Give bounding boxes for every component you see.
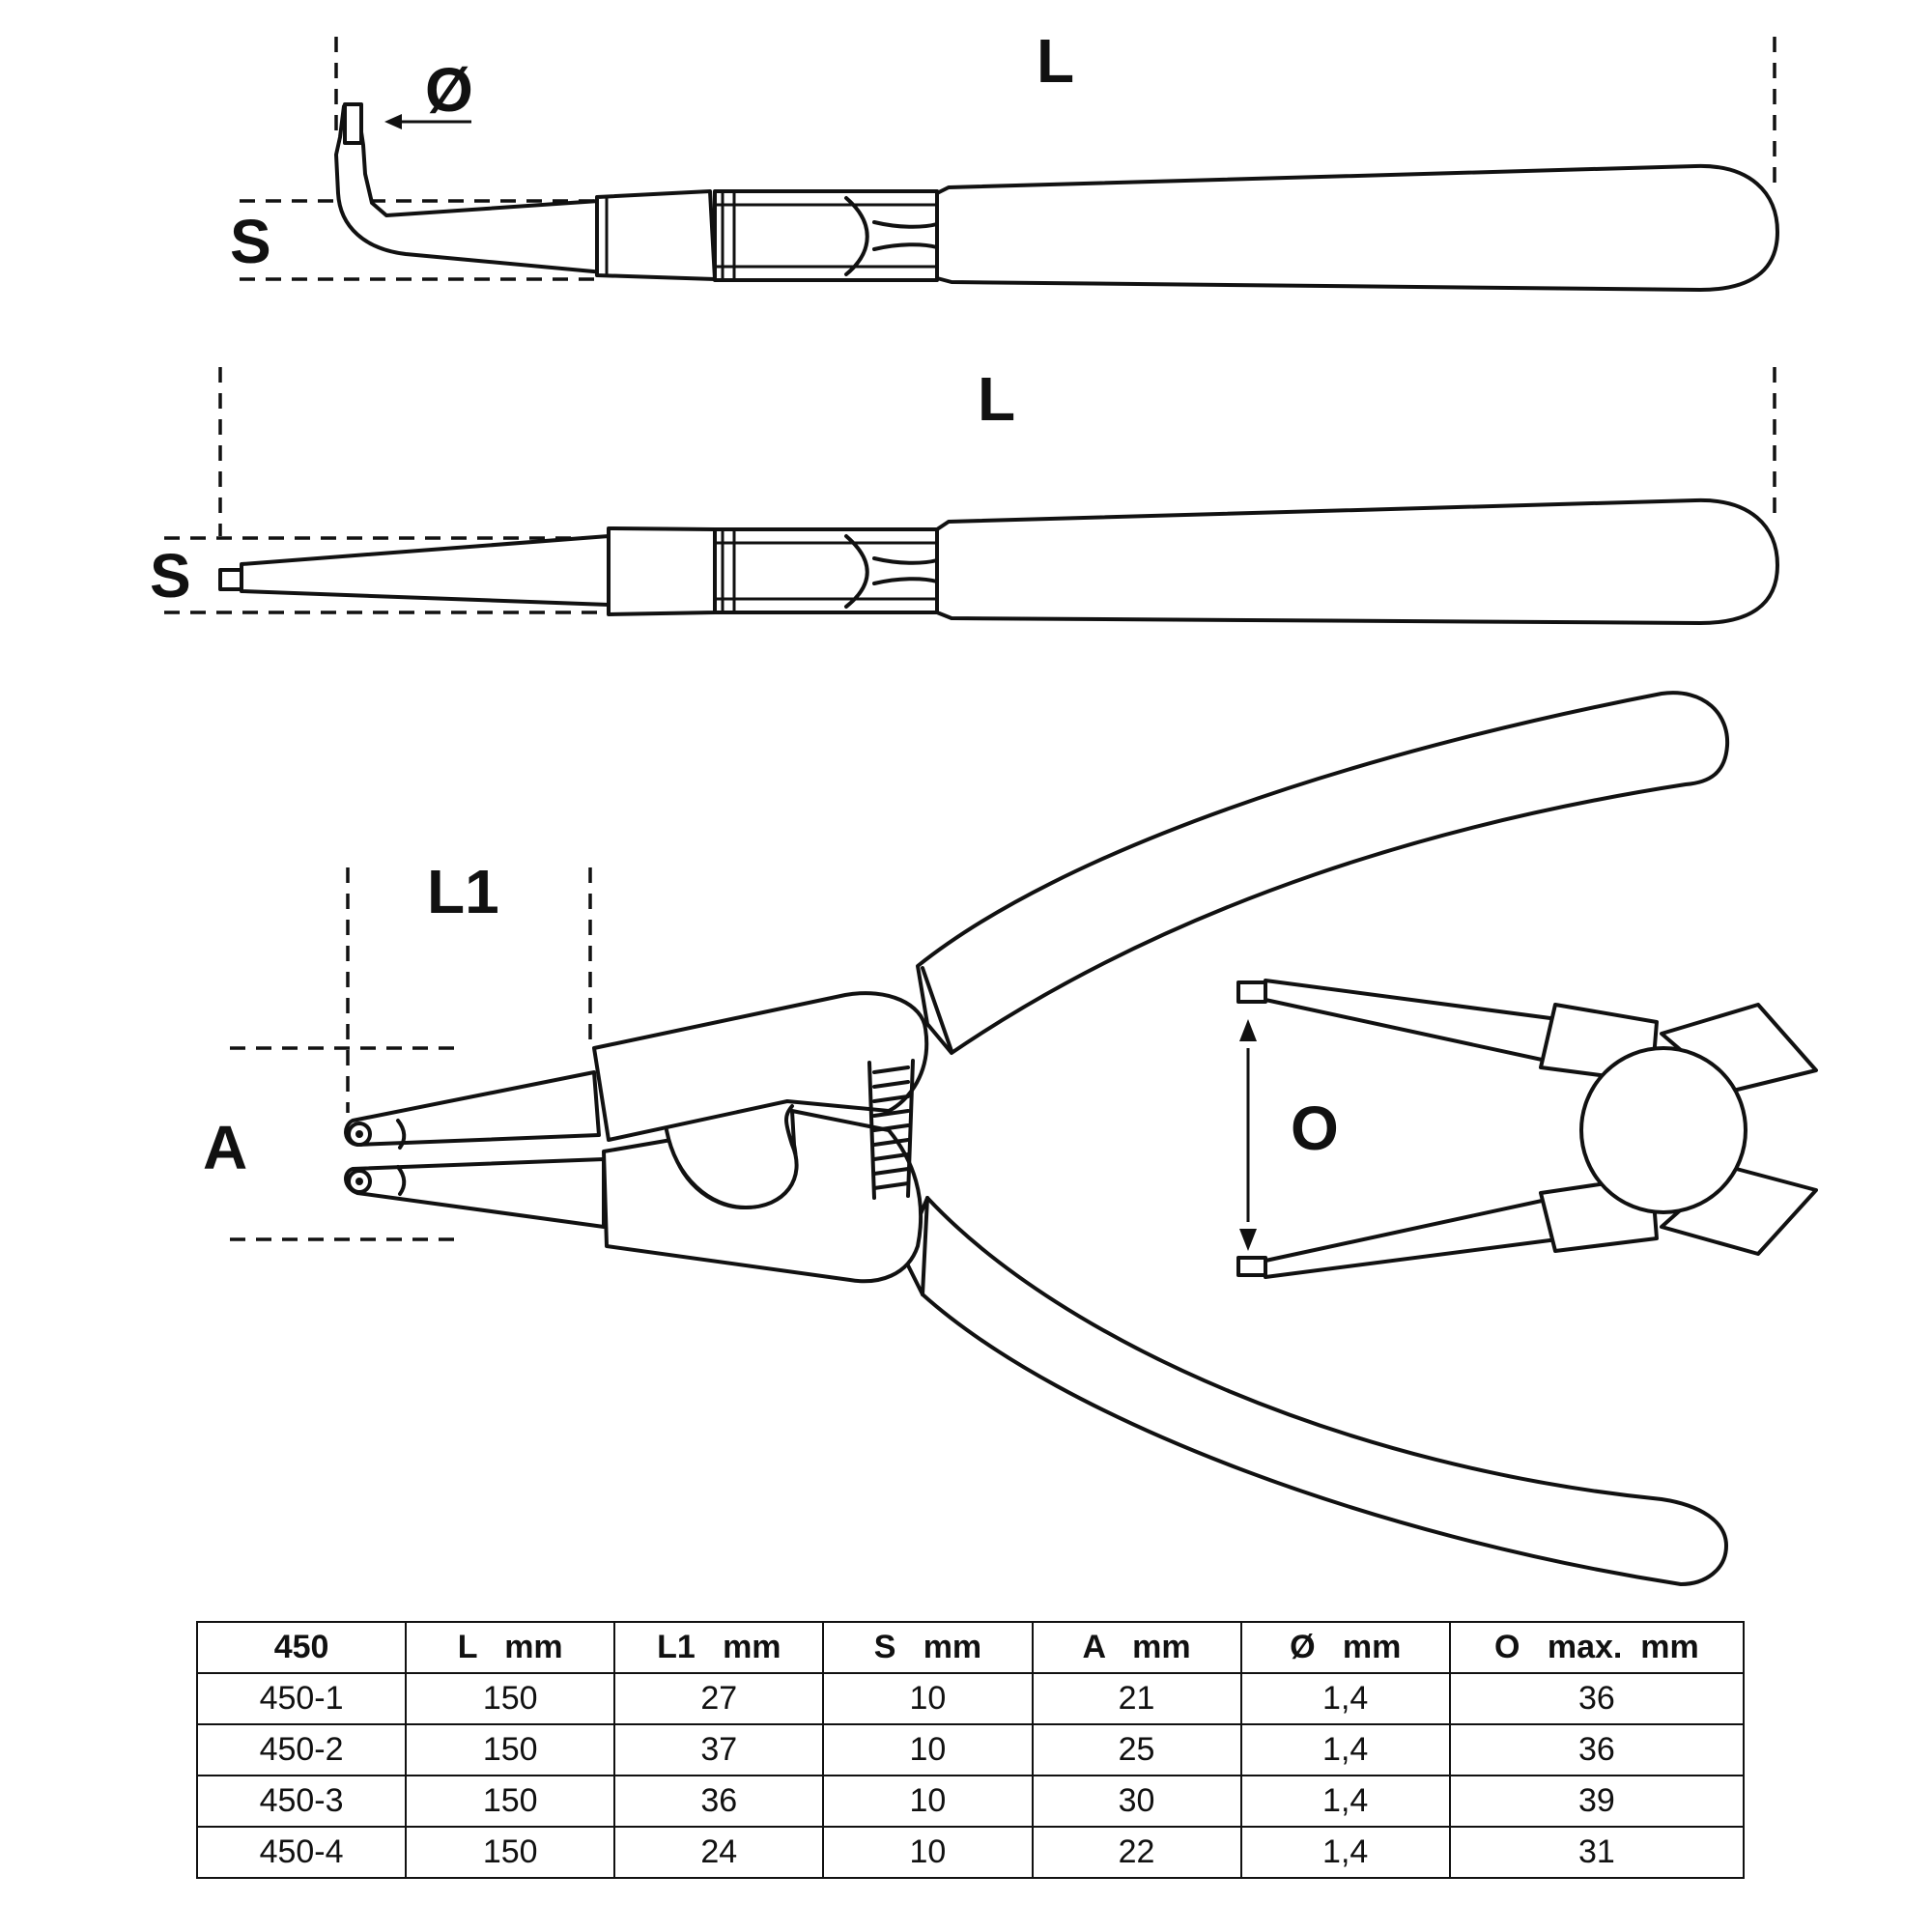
cell-opening: 36 <box>1448 1723 1746 1776</box>
table-header-row: 450 L mm L1 mm S mm A mm Ø mm O max. mm <box>195 1621 1746 1674</box>
header-opening: O max. mm <box>1448 1621 1746 1674</box>
cell-opening: 31 <box>1448 1826 1746 1879</box>
diameter-arrow <box>384 114 471 129</box>
cell-diameter: 1,4 <box>1239 1826 1451 1879</box>
opening-label: O <box>1291 1094 1339 1163</box>
tip-length-label: L1 <box>427 857 499 926</box>
cell-opening: 36 <box>1448 1672 1746 1725</box>
cell-model: 450-1 <box>195 1672 408 1725</box>
cell-length: 150 <box>405 1672 616 1725</box>
header-diameter: Ø mm <box>1239 1621 1451 1674</box>
cell-length: 150 <box>405 1826 616 1879</box>
tip-spacing-label: A <box>203 1113 247 1182</box>
length-label-top: L <box>1037 26 1074 96</box>
cell-tip-spacing: 22 <box>1031 1826 1242 1879</box>
cell-tip-length: 37 <box>613 1723 825 1776</box>
cell-tip-spacing: 25 <box>1031 1723 1242 1776</box>
cell-tip-spacing: 30 <box>1031 1775 1242 1828</box>
open-pliers-top-view: L1 A O <box>203 691 1818 1586</box>
width-label-middle: S <box>150 541 191 611</box>
header-model: 450 <box>195 1621 408 1674</box>
header-tip-spacing: A mm <box>1031 1621 1242 1674</box>
bent-pliers-side-view: L Ø S <box>230 26 1779 292</box>
cell-tip-length: 24 <box>613 1826 825 1879</box>
length-label-middle: L <box>978 364 1015 434</box>
cell-width: 10 <box>822 1723 1034 1776</box>
specification-table: 450 L mm L1 mm S mm A mm Ø mm O max. mm … <box>195 1621 1746 1879</box>
cell-diameter: 1,4 <box>1239 1672 1451 1725</box>
cell-width: 10 <box>822 1826 1034 1879</box>
table-row: 450-1 150 27 10 21 1,4 36 <box>195 1672 1746 1725</box>
table-row: 450-3 150 36 10 30 1,4 39 <box>195 1775 1746 1828</box>
cell-tip-spacing: 21 <box>1031 1672 1242 1725</box>
cell-opening: 39 <box>1448 1775 1746 1828</box>
cell-width: 10 <box>822 1672 1034 1725</box>
width-label-top: S <box>230 207 271 276</box>
cell-diameter: 1,4 <box>1239 1723 1451 1776</box>
cell-model: 450-4 <box>195 1826 408 1879</box>
cell-tip-length: 27 <box>613 1672 825 1725</box>
straight-pliers-side-view: L S <box>150 364 1779 625</box>
diameter-label: Ø <box>425 55 473 125</box>
header-tip-length: L1 mm <box>613 1621 825 1674</box>
cell-model: 450-3 <box>195 1775 408 1828</box>
cell-model: 450-2 <box>195 1723 408 1776</box>
cell-diameter: 1,4 <box>1239 1775 1451 1828</box>
table-row: 450-4 150 24 10 22 1,4 31 <box>195 1826 1746 1879</box>
table-row: 450-2 150 37 10 25 1,4 36 <box>195 1723 1746 1776</box>
cell-tip-length: 36 <box>613 1775 825 1828</box>
header-length: L mm <box>405 1621 616 1674</box>
cell-width: 10 <box>822 1775 1034 1828</box>
spring <box>867 1059 915 1200</box>
jaw-opening-detail: O <box>1236 979 1818 1279</box>
header-width: S mm <box>822 1621 1034 1674</box>
cell-length: 150 <box>405 1775 616 1828</box>
cell-length: 150 <box>405 1723 616 1776</box>
